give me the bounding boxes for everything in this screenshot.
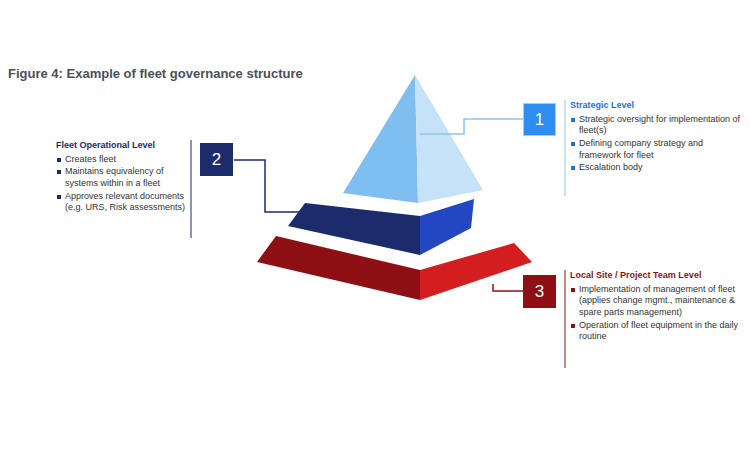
pyramid-bottom-right-face: [420, 243, 532, 300]
pyramid-middle-right-face: [420, 199, 474, 255]
bullet-text: Strategic oversight for implementation o…: [579, 114, 740, 136]
bullet-item: Creates fleet: [56, 154, 188, 166]
bullet-text: Escalation body: [579, 162, 643, 172]
callout-number-box: 2: [200, 143, 233, 176]
level-description: Strategic LevelStrategic oversight for i…: [570, 100, 742, 175]
bullet-item: Approves relevant documents (e.g. URS, R…: [56, 191, 188, 214]
side-rule: [565, 100, 566, 196]
bullet-square: [57, 170, 61, 174]
bullet-square: [57, 158, 61, 162]
bullet-square: [571, 142, 575, 146]
callout-number: 1: [535, 110, 544, 130]
level-description: Fleet Operational LevelCreates fleetMain…: [56, 140, 188, 215]
bullet-text: Creates fleet: [65, 154, 116, 164]
pyramid-bottom-left-face: [257, 236, 420, 300]
leader-line: [493, 284, 523, 291]
leader-line: [420, 119, 523, 134]
bullet-item: Strategic oversight for implementation o…: [570, 114, 742, 137]
bullet-item: Implementation of management of fleet (a…: [570, 284, 742, 319]
bullet-square: [571, 166, 575, 170]
leader-line: [234, 160, 300, 212]
callout-number: 2: [212, 150, 221, 170]
bullet-text: Operation of fleet equipment in the dail…: [579, 320, 738, 342]
bullet-item: Operation of fleet equipment in the dail…: [570, 320, 742, 343]
side-rule: [565, 270, 566, 368]
side-rule: [191, 140, 192, 238]
level-heading: Strategic Level: [570, 100, 742, 112]
bullet-text: Approves relevant documents (e.g. URS, R…: [65, 191, 185, 213]
bullet-text: Maintains equivalency of systems within …: [65, 166, 164, 188]
level-description: Local Site / Project Team LevelImplement…: [570, 270, 742, 344]
figure-title: Figure 4: Example of fleet governance st…: [8, 66, 303, 81]
bullet-text: Implementation of management of fleet (a…: [579, 284, 735, 317]
callout-number-box: 1: [523, 103, 556, 136]
level-heading: Fleet Operational Level: [56, 140, 188, 152]
bullet-text: Defining company strategy and framework …: [579, 138, 703, 160]
pyramid-top-left-face: [343, 75, 418, 203]
bullet-item: Maintains equivalency of systems within …: [56, 166, 188, 189]
bullet-item: Escalation body: [570, 162, 742, 174]
callout-number-box: 3: [523, 275, 556, 308]
level-heading: Local Site / Project Team Level: [570, 270, 742, 282]
pyramid-top-right-face: [415, 75, 483, 203]
bullet-square: [571, 324, 575, 328]
bullet-item: Defining company strategy and framework …: [570, 138, 742, 161]
bullet-square: [571, 118, 575, 122]
bullet-square: [57, 195, 61, 199]
bullet-square: [571, 288, 575, 292]
callout-number: 3: [535, 282, 544, 302]
